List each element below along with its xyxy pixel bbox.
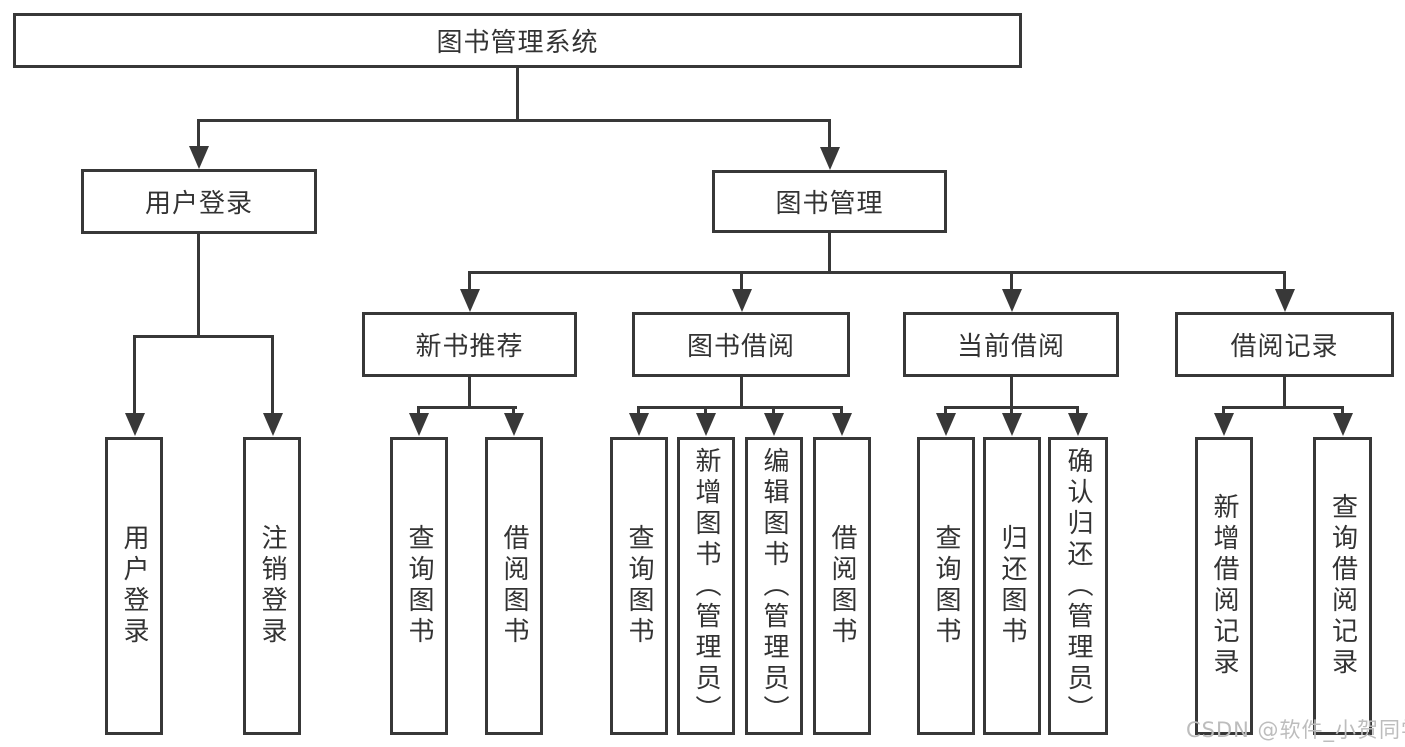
connector-user-login-rail (133, 335, 274, 338)
leaf-bb-borrow-books-label: 借阅图书 (827, 524, 857, 648)
leaf-bb-edit-books-label: 编辑图书（管理员） (759, 446, 789, 726)
node-book-borrowing: 图书借阅 (632, 312, 850, 377)
leaf-rcd-query-record-label: 查询借阅记录 (1327, 493, 1358, 679)
arrow-to-rcd-query-record (1332, 406, 1353, 436)
leaf-bb-query-books: 查询图书 (610, 437, 668, 735)
leaf-bb-add-books: 新增图书（管理员） (677, 437, 735, 735)
connector-user-login-stub (197, 233, 200, 335)
leaf-rec-borrow-books-label: 借阅图书 (499, 524, 529, 648)
arrow-to-new-book-recommend (459, 271, 480, 312)
leaf-cur-query-books-label: 查询图书 (931, 524, 961, 648)
arrow-to-bb-query-books (628, 406, 649, 436)
node-book-borrowing-label: 图书借阅 (686, 332, 795, 362)
arrow-to-rec-borrow-books (503, 406, 524, 436)
node-new-book-recommend: 新书推荐 (362, 312, 577, 377)
leaf-cur-confirm-return-label: 确认归还（管理员） (1063, 446, 1093, 726)
leaf-logout-label: 注销登录 (257, 524, 287, 648)
arrow-to-bb-borrow-books (831, 406, 852, 436)
arrow-to-cur-return-books (1001, 406, 1022, 436)
connector-recommend-stub (468, 377, 471, 406)
arrow-to-rec-query-books (408, 406, 429, 436)
connector-records-stub (1283, 377, 1286, 406)
connector-borrowing-rail (637, 406, 843, 409)
arrow-to-leaf-user-login (124, 335, 145, 436)
arrow-to-book-management (819, 119, 840, 170)
node-user-login-label: 用户登录 (144, 189, 253, 219)
node-root-label: 图书管理系统 (436, 28, 599, 58)
arrow-to-book-borrowing (731, 271, 752, 312)
connector-root-stub (516, 68, 519, 119)
arrow-to-bb-edit-books (763, 406, 784, 436)
leaf-bb-borrow-books: 借阅图书 (813, 437, 871, 735)
csdn-watermark: CSDN @软件_小贺同学 (1186, 718, 1405, 742)
node-book-management: 图书管理 (712, 170, 947, 233)
connector-level2-rail (197, 119, 831, 122)
leaf-rec-query-books-label: 查询图书 (404, 524, 434, 648)
connector-recommend-rail (417, 406, 517, 409)
leaf-user-login-label: 用户登录 (119, 524, 149, 648)
leaf-cur-confirm-return: 确认归还（管理员） (1048, 437, 1108, 735)
leaf-cur-query-books: 查询图书 (917, 437, 975, 735)
leaf-cur-return-books-label: 归还图书 (997, 524, 1027, 648)
node-new-book-recommend-label: 新书推荐 (415, 332, 524, 362)
node-root-system: 图书管理系统 (13, 13, 1022, 68)
arrow-to-rcd-add-record (1213, 406, 1234, 436)
leaf-rcd-query-record: 查询借阅记录 (1313, 437, 1372, 735)
node-borrowing-records: 借阅记录 (1175, 312, 1394, 377)
node-book-management-label: 图书管理 (775, 189, 884, 219)
leaf-logout: 注销登录 (243, 437, 301, 735)
leaf-bb-edit-books: 编辑图书（管理员） (745, 437, 803, 735)
arrow-to-cur-query-books (935, 406, 956, 436)
leaf-rcd-add-record: 新增借阅记录 (1195, 437, 1253, 735)
arrow-to-user-login (188, 119, 209, 169)
leaf-rec-borrow-books: 借阅图书 (485, 437, 543, 735)
node-user-login: 用户登录 (81, 169, 317, 234)
leaf-user-login: 用户登录 (105, 437, 163, 735)
leaf-bb-query-books-label: 查询图书 (624, 524, 654, 648)
arrow-to-cur-confirm-return (1067, 406, 1088, 436)
connector-current-stub (1010, 377, 1013, 406)
arrow-to-borrowing-records (1274, 271, 1295, 312)
arrow-to-bb-add-books (695, 406, 716, 436)
connector-level3-rail (468, 271, 1286, 274)
leaf-bb-add-books-label: 新增图书（管理员） (691, 446, 721, 726)
arrow-to-leaf-logout (262, 335, 283, 436)
leaf-rec-query-books: 查询图书 (390, 437, 448, 735)
node-current-borrowing: 当前借阅 (903, 312, 1119, 377)
leaf-cur-return-books: 归还图书 (983, 437, 1041, 735)
connector-records-rail (1222, 406, 1344, 409)
node-current-borrowing-label: 当前借阅 (956, 332, 1065, 362)
connector-borrowing-stub (740, 377, 743, 406)
connector-book-management-stub (828, 233, 831, 271)
node-borrowing-records-label: 借阅记录 (1230, 332, 1339, 362)
arrow-to-current-borrowing (1001, 271, 1022, 312)
leaf-rcd-add-record-label: 新增借阅记录 (1209, 493, 1239, 679)
